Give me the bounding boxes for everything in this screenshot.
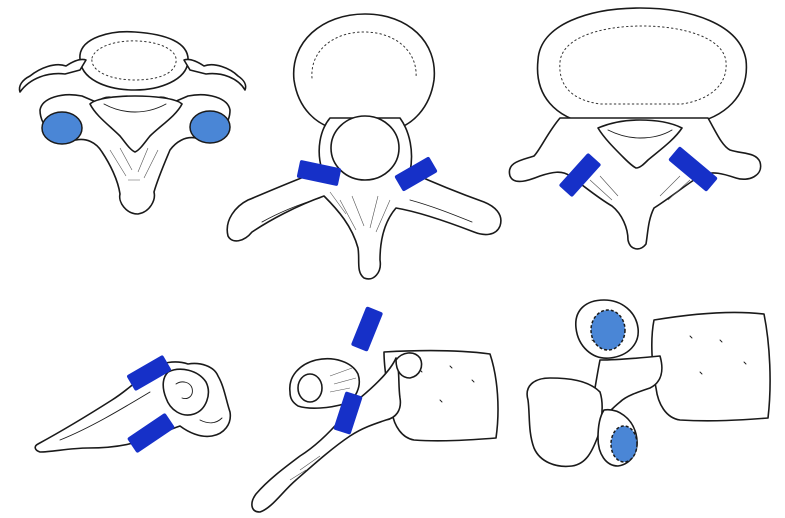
- facet-bar-superior: [351, 306, 383, 352]
- facet-oval-right: [190, 111, 230, 143]
- thoracic-vertebra-superior: [227, 14, 501, 279]
- cervical-vertebra-lateral: [35, 355, 230, 454]
- facet-oval-left: [42, 112, 82, 144]
- lumbar-vertebra-superior: [509, 8, 760, 249]
- thoracic-vertebra-lateral: [252, 306, 498, 512]
- facet-oval-superior: [591, 310, 625, 350]
- lumbar-vertebra-lateral: [527, 300, 770, 466]
- cervical-vertebra-superior: [19, 32, 245, 214]
- facet-oval-inferior: [611, 426, 637, 462]
